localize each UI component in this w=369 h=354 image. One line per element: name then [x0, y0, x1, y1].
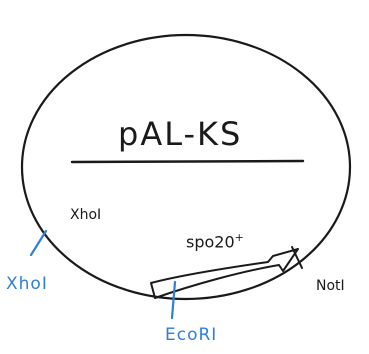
insert-superscript: + — [234, 231, 244, 244]
plasmid-circle — [20, 33, 352, 301]
ecori-label: EcoRI — [165, 325, 218, 345]
insert-label: spo20+ — [186, 232, 244, 250]
noti-tick — [291, 246, 303, 269]
xhoi-tick — [29, 229, 48, 257]
title-underline — [70, 159, 305, 164]
xhoi-inner-label: XhoI — [70, 207, 102, 223]
ecori-tick — [170, 280, 177, 320]
plasmid-name: pAL-KS — [118, 115, 243, 153]
noti-label: NotI — [316, 278, 345, 294]
insert-name: spo20 — [186, 232, 235, 252]
xhoi-outer-label: XhoI — [6, 274, 48, 294]
insert-arrow — [150, 248, 299, 299]
